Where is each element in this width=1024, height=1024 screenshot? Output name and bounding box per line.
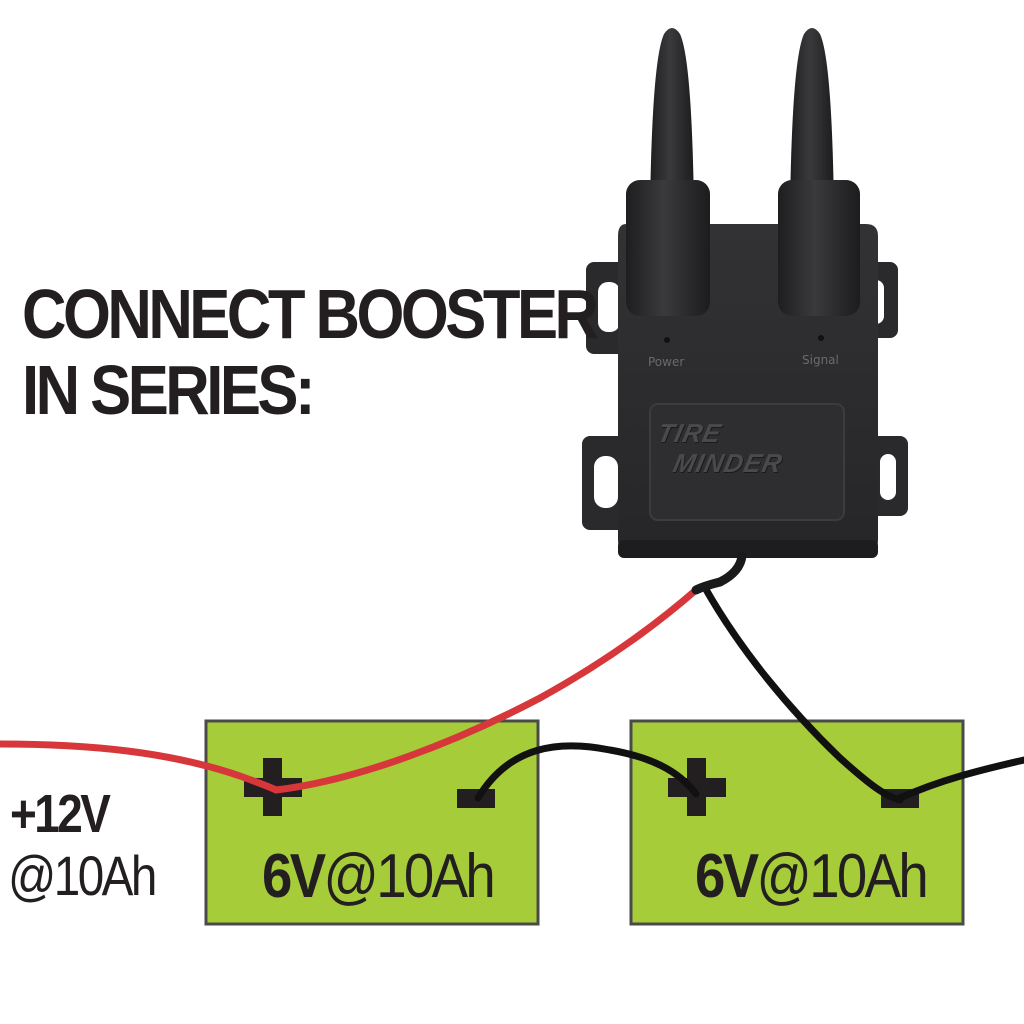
logo-plate <box>649 403 845 521</box>
battery-2-capacity: @10Ah <box>756 842 928 911</box>
headline: CONNECT BOOSTER IN SERIES: <box>22 275 599 429</box>
antenna-left <box>626 28 710 316</box>
wire-positive-input <box>0 740 280 794</box>
brand-logo-line-2: MINDER <box>670 448 786 478</box>
battery-2-voltage: 6V <box>695 842 759 911</box>
headline-line-2: IN SERIES: <box>22 351 316 429</box>
brand-logo: TIRE MINDER <box>649 418 842 478</box>
cable-grommet <box>715 551 747 587</box>
output-capacity-label: @10Ah <box>8 844 157 907</box>
wire-booster-negative <box>700 582 904 804</box>
battery-1-voltage: 6V <box>262 842 326 911</box>
wire-series-link <box>474 742 700 802</box>
wire-booster-positive <box>272 586 700 794</box>
signal-led <box>818 335 824 341</box>
battery-1 <box>204 719 540 926</box>
signal-led-label: Signal <box>802 353 839 367</box>
power-led <box>664 337 670 343</box>
battery-2-label: 6V@10Ah <box>695 842 929 912</box>
antenna-right <box>778 28 860 316</box>
battery-1-label: 6V@10Ah <box>262 842 496 912</box>
booster-device <box>582 28 908 587</box>
power-led-label: Power <box>648 355 685 369</box>
wire-booster-cable <box>691 577 725 595</box>
battery-2 <box>629 719 965 926</box>
brand-logo-line-1: TIRE <box>655 418 725 448</box>
battery-1-capacity: @10Ah <box>323 842 495 911</box>
output-voltage-label: +12V <box>10 784 111 844</box>
wire-negative-output <box>896 756 1024 802</box>
headline-line-1: CONNECT BOOSTER <box>22 275 599 353</box>
